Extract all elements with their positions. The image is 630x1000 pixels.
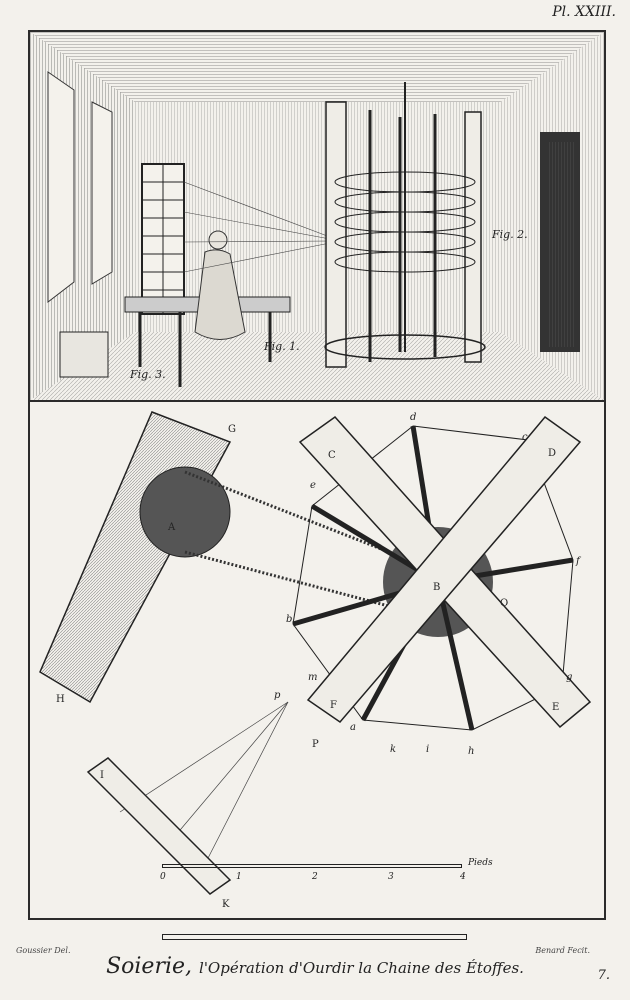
top-panel-room-scene: Fig. 1. Fig. 2. Fig. 3.	[30, 32, 604, 402]
letter-k: k	[390, 744, 397, 755]
fig-1-label: Fig. 1.	[264, 340, 300, 353]
letter-A: A	[168, 522, 176, 533]
letter-C: C	[328, 450, 336, 461]
letter-E: E	[552, 702, 560, 713]
letter-H: H	[56, 694, 65, 705]
letter-f: f	[576, 556, 580, 567]
letter-c: c	[522, 432, 528, 443]
letter-D: D	[548, 448, 557, 459]
scale-tick-2: 2	[312, 872, 318, 882]
letter-P: P	[312, 739, 319, 750]
letter-a: a	[350, 722, 356, 733]
scale-unit: Pieds	[468, 858, 493, 868]
scale-ruler	[162, 864, 462, 868]
letter-b: b	[286, 614, 293, 625]
bottom-panel-plan-diagram: G A H C D B O E F P I K d c e f b g m p …	[30, 402, 604, 940]
letter-G: G	[228, 424, 236, 435]
plate-title-sub: l'Opération d'Ourdir la Chaine des Étoff…	[199, 959, 524, 977]
letter-B: B	[433, 582, 441, 593]
letter-d: d	[410, 412, 417, 423]
plate-number: Pl. XXIII.	[552, 4, 616, 20]
scale-tick-3: 3	[388, 872, 394, 882]
plate-title: Soierie, l'Opération d'Ourdir la Chaine …	[0, 954, 630, 979]
scale-bar	[162, 934, 467, 940]
scale-tick-4: 4	[460, 872, 466, 882]
credit-engraver: Benard Fecit.	[535, 946, 590, 955]
warping-mill-plan-illustration	[39, 411, 592, 895]
letter-e: e	[310, 480, 316, 491]
letter-F: F	[330, 700, 337, 711]
scale-tick-0: 0	[160, 872, 166, 882]
fig-3-label: Fig. 3.	[130, 368, 166, 381]
plate-title-main: Soierie,	[106, 954, 193, 979]
scale-tick-1: 1	[236, 872, 242, 882]
letter-m: m	[308, 672, 318, 683]
letter-p: p	[274, 690, 281, 701]
letter-g: g	[566, 672, 573, 683]
letter-I: I	[100, 770, 104, 781]
letter-K: K	[222, 899, 230, 910]
page-number: 7.	[597, 968, 610, 983]
letter-O: O	[500, 598, 509, 609]
room-scene-illustration	[30, 32, 604, 400]
fig-2-label: Fig. 2.	[492, 228, 528, 241]
plate-frame: Fig. 1. Fig. 2. Fig. 3.	[28, 30, 606, 940]
credit-draftsman: Goussier Del.	[16, 946, 71, 955]
letter-i: i	[426, 744, 430, 755]
letter-h: h	[468, 746, 475, 757]
